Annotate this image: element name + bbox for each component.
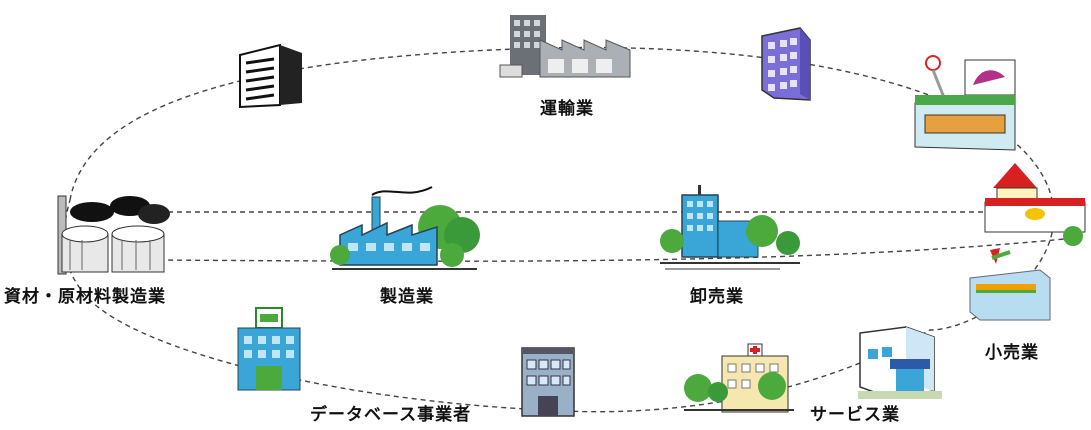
purple-office-icon	[761, 27, 811, 101]
convenience-store-icon	[984, 163, 1086, 246]
retail-shop-icon	[969, 248, 1051, 321]
factory-icon	[330, 186, 480, 270]
middle-line-bottom	[149, 237, 1076, 262]
database-provider-label: データベース事業者	[310, 405, 472, 425]
transport-label: 運輸業	[540, 99, 594, 119]
wholesale-label: 卸売業	[690, 287, 744, 307]
smokestack-plant-icon	[57, 195, 170, 275]
hospital-icon	[684, 343, 794, 413]
retail-label: 小売業	[985, 343, 1039, 363]
database-building-icon	[521, 347, 575, 417]
warehouse-factory-icon	[499, 15, 631, 78]
office-building-icon	[239, 43, 302, 109]
materials-manufacturing-label: 資材・原材料製造業	[4, 287, 166, 307]
bank-building-icon	[237, 307, 301, 391]
manufacturing-label: 製造業	[380, 287, 434, 307]
wholesale-office-icon	[660, 185, 800, 270]
service-industry-label: サービス業	[810, 405, 900, 425]
connection-lines	[63, 46, 1076, 413]
storefront-icon	[858, 326, 942, 399]
supermarket-icon	[914, 55, 1016, 151]
